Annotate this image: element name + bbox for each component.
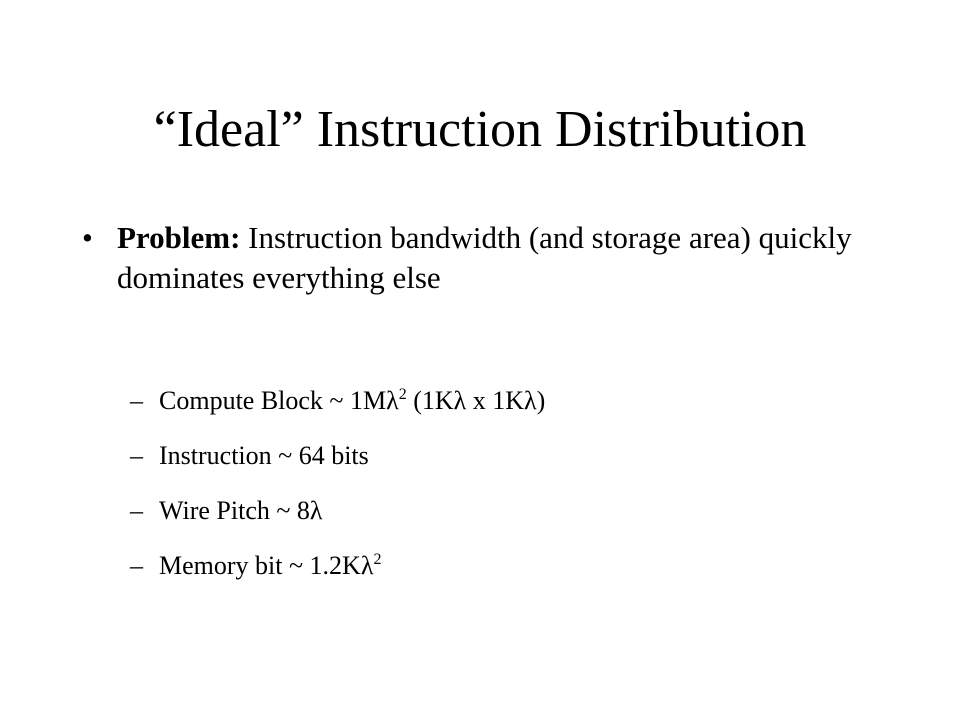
superscript: 2: [398, 386, 407, 403]
dash-marker: –: [130, 496, 143, 525]
sub-bullet-main: Memory bit ~ 1.2Kλ: [159, 551, 374, 580]
superscript: 2: [373, 551, 382, 568]
sub-bullet-instruction: – Instruction ~ 64 bits: [130, 438, 890, 474]
problem-label: Problem:: [117, 220, 241, 255]
dash-marker: –: [130, 551, 143, 580]
sub-bullet-text: Compute Block ~ 1Mλ2 (1Kλ x 1Kλ): [159, 386, 545, 415]
sub-bullet-memory-bit: – Memory bit ~ 1.2Kλ2: [130, 548, 890, 584]
main-bullet: • Problem: Instruction bandwidth (and st…: [82, 218, 872, 298]
main-bullet-text: Problem: Instruction bandwidth (and stor…: [117, 218, 872, 298]
dash-marker: –: [130, 441, 143, 470]
sub-bullet-wire-pitch: – Wire Pitch ~ 8λ: [130, 493, 890, 529]
sub-bullet-text: Instruction ~ 64 bits: [159, 441, 369, 470]
sub-bullet-compute-block: – Compute Block ~ 1Mλ2 (1Kλ x 1Kλ): [130, 383, 890, 419]
sub-bullet-main: Compute Block ~ 1Mλ: [159, 386, 399, 415]
slide-title: “Ideal” Instruction Distribution: [153, 101, 807, 158]
sub-bullet-tail: (1Kλ x 1Kλ): [406, 386, 546, 415]
sub-bullet-main: Instruction ~ 64 bits: [159, 441, 369, 470]
sub-bullet-text: Wire Pitch ~ 8λ: [159, 496, 323, 525]
bullet-marker: •: [82, 220, 93, 255]
dash-marker: –: [130, 386, 143, 415]
sub-bullet-main: Wire Pitch ~ 8λ: [159, 496, 323, 525]
sub-bullet-text: Memory bit ~ 1.2Kλ2: [159, 551, 381, 580]
problem-description: Instruction bandwidth (and storage area)…: [117, 220, 852, 295]
sub-bullet-list: – Compute Block ~ 1Mλ2 (1Kλ x 1Kλ) – Ins…: [130, 383, 890, 603]
